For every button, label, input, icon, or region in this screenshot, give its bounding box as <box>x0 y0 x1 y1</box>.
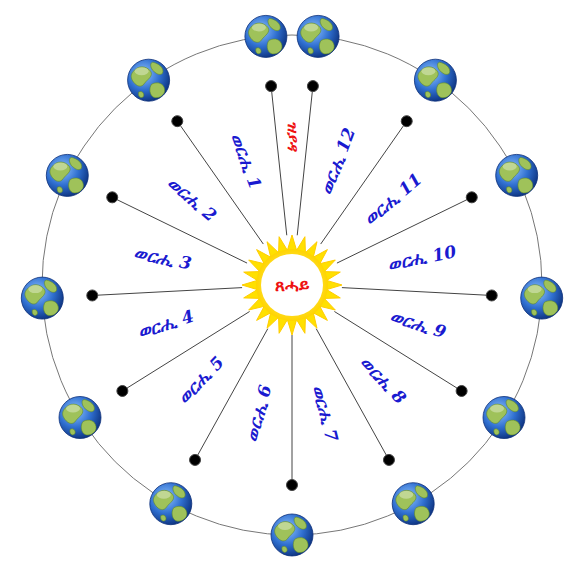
orbit-dot <box>107 192 118 203</box>
orbit-dot <box>456 385 467 396</box>
orbit-dot <box>307 81 318 92</box>
sun-rays <box>242 235 342 335</box>
earth-globe <box>128 59 170 101</box>
month-label: ወርሒ 10 <box>385 243 457 275</box>
month-label: ወርሒ 6 <box>243 383 276 444</box>
sun-node: ጸሓይ <box>264 270 320 300</box>
month-label: ወርሒ 5 <box>175 353 228 408</box>
earth-globe <box>21 277 63 319</box>
spoke-line <box>292 335 293 485</box>
orbit-dot <box>87 290 98 301</box>
orbit-dot <box>172 116 183 127</box>
month-label: ወርሒ 12 <box>317 125 359 197</box>
spoke-line <box>92 288 242 296</box>
earth-globe <box>496 154 538 196</box>
earth-globe <box>414 59 456 101</box>
month-label: ወርሒ 9 <box>388 307 449 342</box>
orbit-dot <box>266 81 277 92</box>
earth-globe <box>46 154 88 196</box>
month-label: ወርሒ 2 <box>164 173 220 225</box>
orbit-dot <box>486 290 497 301</box>
earth-globe <box>59 397 101 439</box>
month-label: ወርሒ 4 <box>136 307 197 342</box>
orbit-dot <box>117 385 128 396</box>
extra-days-label: ዝያዳ <box>284 121 301 150</box>
earth-globe <box>483 397 525 439</box>
month-label: ወርሒ 11 <box>360 170 425 229</box>
earth-globe <box>392 483 434 525</box>
month-label: ወርሒ 3 <box>133 244 193 274</box>
orbit-dot <box>287 480 298 491</box>
month-label: ወርሒ 8 <box>356 353 409 408</box>
earth-globe <box>150 483 192 525</box>
spoke-line <box>342 288 492 296</box>
spoke-line <box>297 86 313 235</box>
spoke-line <box>271 86 287 235</box>
earth-globe <box>297 15 339 57</box>
earth-globe <box>245 15 287 57</box>
orbit-dot <box>466 192 477 203</box>
orbit-dot <box>383 454 394 465</box>
month-label: ወርሒ 1 <box>227 131 265 192</box>
earth-globe <box>271 514 313 556</box>
orbit-dot <box>401 116 412 127</box>
sun-label: ጸሓይ <box>275 277 309 294</box>
month-label: ወርሒ 7 <box>309 383 342 444</box>
earth-globe <box>521 277 563 319</box>
orbit-dot <box>190 454 201 465</box>
